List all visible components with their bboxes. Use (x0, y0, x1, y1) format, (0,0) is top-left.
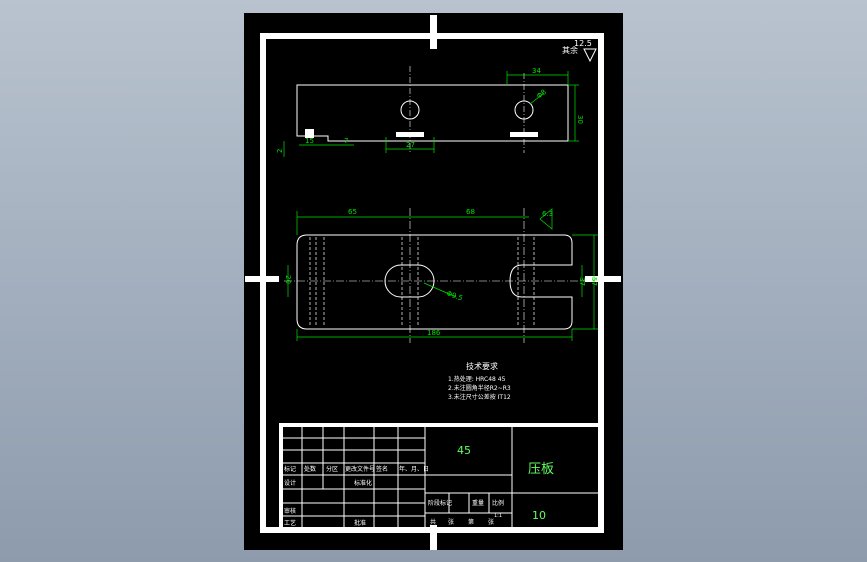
front-dim-15: 15 (305, 137, 314, 145)
tb-stage-label: 阶段标记 (428, 499, 452, 507)
title-block: 标记 处数 分区 更改文件号 签名 年、月、日 设计 标准化 审核 工艺 批准 … (279, 423, 603, 532)
centering-marks (245, 15, 621, 550)
front-step-block (305, 129, 314, 138)
tb-header-2: 分区 (326, 465, 338, 473)
top-leader-dia (423, 282, 457, 298)
tb-scale-label: 比例 (492, 499, 504, 507)
right-center-mark (585, 276, 621, 282)
tb-quantity: 10 (532, 509, 546, 522)
front-dim-30: 30 (576, 115, 584, 124)
top-view: 65 68 186 37 57 Φ9.5 20 6.3 (284, 208, 598, 343)
bottom-center-mark (430, 525, 437, 550)
tb-sheet-label-2: 第 (468, 518, 474, 526)
tb-header-5: 年、月、日 (399, 465, 429, 473)
title-block-border (279, 423, 603, 532)
front-dim-34: 34 (532, 67, 541, 75)
tb-header-4: 签名 (376, 465, 388, 473)
top-roughness-icon (539, 208, 553, 230)
roughness-label: 其余 (562, 45, 578, 55)
tech-req-item-1: 1.热处理: HRC48 45 (448, 375, 506, 383)
tb-material: 45 (457, 444, 471, 457)
drawing-sheet: 其余 12.5 (244, 13, 623, 550)
front-dim-2: 2 (276, 149, 284, 153)
top-dim-37: 37 (578, 277, 586, 286)
top-dim-68: 68 (466, 208, 475, 216)
tb-row-check: 审核 (284, 507, 296, 515)
left-center-mark (245, 276, 279, 282)
tb-header-0: 标记 (284, 465, 296, 473)
front-leader-dia (529, 92, 545, 105)
front-dim-7: 7 (344, 137, 348, 145)
front-dim-27: 27 (406, 141, 415, 149)
tb-row-process: 工艺 (284, 519, 296, 527)
top-dim-186: 186 (427, 329, 441, 337)
tech-req-item-2: 2.未注圆角半径R2~R3 (448, 384, 511, 392)
top-view-outline (296, 234, 573, 330)
tb-weight-label: 重量 (472, 499, 484, 507)
top-dim-65: 65 (348, 208, 357, 216)
front-slot-section (510, 132, 538, 137)
technical-requirements: 技术要求 1.热处理: HRC48 45 2.未注圆角半径R2~R3 3.未注尺… (448, 361, 511, 401)
tb-part-name: 压板 (528, 462, 554, 477)
tech-req-item-3: 3.未注尺寸公差按 IT12 (448, 393, 511, 401)
tb-row-approve: 批准 (354, 519, 366, 527)
top-dim-20: 20 (284, 275, 292, 284)
top-dim-dia: Φ9.5 (445, 289, 463, 302)
top-dim-57: 57 (590, 277, 598, 286)
top-center-mark (430, 15, 437, 49)
drawing-frame (260, 33, 604, 533)
tb-row-design: 设计 (284, 479, 296, 487)
tb-row-standard: 标准化 (354, 479, 372, 487)
roughness-value: 12.5 (574, 39, 592, 48)
tb-header-3: 更改文件号 (345, 465, 375, 473)
tech-req-title: 技术要求 (466, 361, 498, 371)
top-roughness-value: 6.3 (542, 210, 553, 218)
border-frame (260, 33, 604, 533)
tb-sheet-label-0: 共 (430, 518, 436, 526)
roughness-symbol-icon (583, 48, 597, 63)
tb-scale-value: 1:1 (494, 513, 502, 519)
front-view: 34 30 Φ8 27 15 7 2 (276, 66, 584, 157)
tb-sheet-label-1: 张 (448, 518, 454, 526)
roughness-note: 其余 12.5 (562, 39, 597, 63)
tb-sheet-label-3: 张 (488, 518, 494, 526)
tb-header-1: 处数 (304, 465, 316, 473)
